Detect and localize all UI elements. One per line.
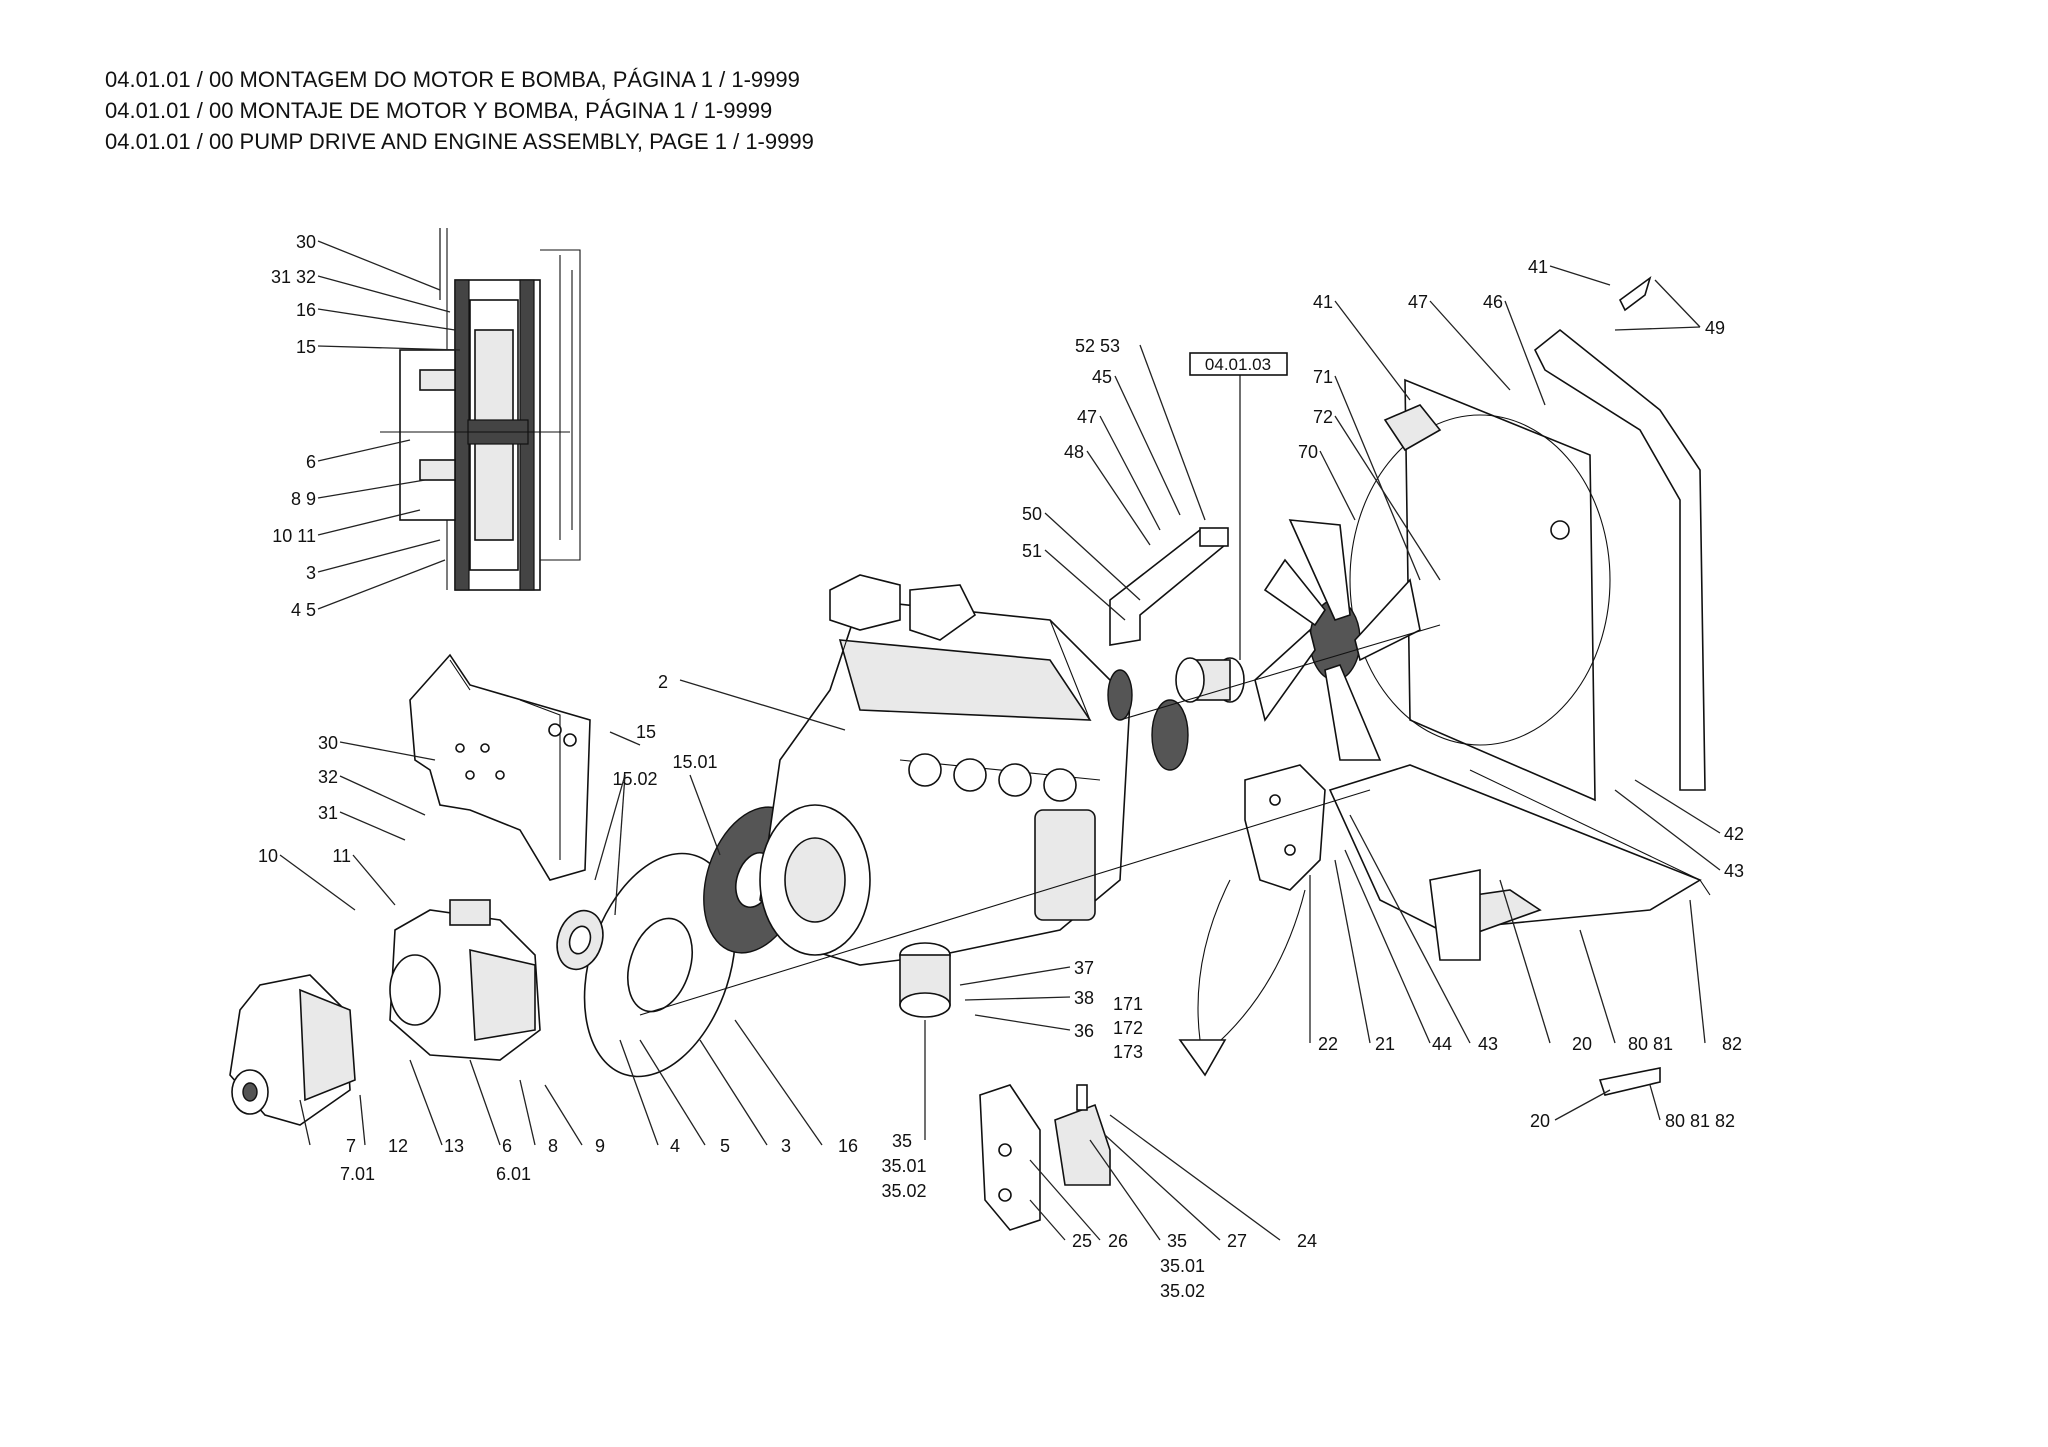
callout-label: 21 <box>1375 1034 1395 1054</box>
callout-label: 8 9 <box>291 489 316 509</box>
callout-label: 52 53 <box>1075 336 1120 356</box>
callout-label: 4 <box>670 1136 680 1156</box>
callout-label: 13 <box>444 1136 464 1156</box>
swing-direction-arrow <box>1178 879 1306 1077</box>
callout-label: 22 <box>1318 1034 1338 1054</box>
fan-spacer <box>1175 657 1245 703</box>
callout-label: 36 <box>1074 1021 1094 1041</box>
callout-label: 35.01 <box>881 1156 926 1176</box>
callout-label: 15 <box>636 722 656 742</box>
callout-label: 30 <box>318 733 338 753</box>
callout-label: 16 <box>296 300 316 320</box>
callout-label: 37 <box>1074 958 1094 978</box>
callout-label: 41 <box>1313 292 1333 312</box>
callout-label: 2 <box>658 672 668 692</box>
pump-support-bracket <box>409 653 591 881</box>
callout-label: 35 <box>1167 1231 1187 1251</box>
leader-lines <box>279 240 1721 1241</box>
callout-label: 10 11 <box>272 526 316 546</box>
header-title-es: 04.01.01 / 00 MONTAJE DE MOTOR Y BOMBA, … <box>105 98 773 123</box>
page-header: 04.01.01 / 00 MONTAGEM DO MOTOR E BOMBA,… <box>105 64 814 157</box>
callout-label: 46 <box>1483 292 1503 312</box>
callout-label: 11 <box>332 846 351 866</box>
callout-label: 7.01 <box>340 1164 375 1184</box>
callout-label: 15 <box>296 337 316 357</box>
reference-box: 04.01.03 <box>1189 352 1288 376</box>
callout-label: 12 <box>388 1136 408 1156</box>
fan-centerline <box>1119 624 1441 721</box>
callout-label: 30 <box>296 232 316 252</box>
callout-label: 35.01 <box>1160 1256 1205 1276</box>
mount-bracket-detail <box>979 1084 1111 1231</box>
callout-label: 70 <box>1298 442 1318 462</box>
header-title-pt: 04.01.01 / 00 MONTAGEM DO MOTOR E BOMBA,… <box>105 67 800 92</box>
callout-label: 35.02 <box>1160 1281 1205 1301</box>
engine-side-bracket <box>1244 764 1326 891</box>
callout-label: 51 <box>1022 541 1042 561</box>
callout-label: 16 <box>838 1136 858 1156</box>
callout-label: 6 <box>502 1136 512 1156</box>
radiator-shroud <box>1349 378 1611 802</box>
callout-label: 44 <box>1432 1034 1452 1054</box>
fan-bracket-50-51 <box>1109 527 1229 646</box>
callout-label: 3 <box>306 563 316 583</box>
callout-label: 20 <box>1572 1034 1592 1054</box>
radiator-side-panel <box>1533 328 1706 791</box>
callout-label: 3 <box>781 1136 791 1156</box>
reference-box-label: 04.01.03 <box>1205 355 1271 374</box>
callout-label: 31 <box>318 803 338 823</box>
callout-label: 43 <box>1478 1034 1498 1054</box>
callout-label: 35.02 <box>881 1181 926 1201</box>
bottom-guard-plate <box>1328 764 1711 961</box>
callout-label: 172 <box>1113 1018 1143 1038</box>
callout-label: 15.01 <box>672 752 717 772</box>
shaft-centerline <box>639 789 1371 1016</box>
header-title-en: 04.01.01 / 00 PUMP DRIVE AND ENGINE ASSE… <box>105 129 814 154</box>
hydraulic-pump-rear <box>389 899 541 1061</box>
hydraulic-pump-front <box>229 974 356 1126</box>
callout-label: 31 32 <box>271 267 316 287</box>
callout-label: 35 <box>892 1131 912 1151</box>
callout-label: 80 81 <box>1628 1034 1673 1054</box>
callout-label: 15.02 <box>612 769 657 789</box>
callout-label: 48 <box>1064 442 1084 462</box>
callout-label: 26 <box>1108 1231 1128 1251</box>
callout-label: 82 <box>1722 1034 1742 1054</box>
callout-label: 6 <box>306 452 316 472</box>
callout-label: 171 <box>1113 994 1143 1014</box>
callout-label: 71 <box>1313 367 1333 387</box>
callout-label: 173 <box>1113 1042 1143 1062</box>
callout-label: 7 <box>346 1136 356 1156</box>
callout-label: 41 <box>1528 257 1548 277</box>
callout-label: 43 <box>1724 861 1744 881</box>
callout-label: 47 <box>1408 292 1428 312</box>
hinge-clip-detail <box>1598 275 1661 1096</box>
callout-label: 47 <box>1077 407 1097 427</box>
cooling-fan <box>1254 519 1421 761</box>
callout-label: 6.01 <box>496 1164 531 1184</box>
callout-label: 9 <box>595 1136 605 1156</box>
callout-label: 25 <box>1072 1231 1092 1251</box>
callout-label: 72 <box>1313 407 1333 427</box>
callout-label: 10 <box>258 846 278 866</box>
callout-label: 4 5 <box>291 600 316 620</box>
coupling-section-detail <box>380 228 581 591</box>
callout-label: 80 81 82 <box>1665 1111 1735 1131</box>
callout-label: 49 <box>1705 318 1725 338</box>
callout-labels: 30 31 32 16 15 6 8 9 10 11 3 4 5 30 32 3… <box>258 232 1744 1301</box>
diesel-engine <box>759 574 1189 966</box>
callout-label: 45 <box>1092 367 1112 387</box>
callout-label: 24 <box>1297 1231 1317 1251</box>
callout-label: 38 <box>1074 988 1094 1008</box>
callout-label: 8 <box>548 1136 558 1156</box>
callout-label: 50 <box>1022 504 1042 524</box>
callout-label: 42 <box>1724 824 1744 844</box>
engine-mount-35 <box>899 942 951 1018</box>
callout-label: 5 <box>720 1136 730 1156</box>
callout-label: 20 <box>1530 1111 1550 1131</box>
callout-label: 27 <box>1227 1231 1247 1251</box>
callout-label: 32 <box>318 767 338 787</box>
